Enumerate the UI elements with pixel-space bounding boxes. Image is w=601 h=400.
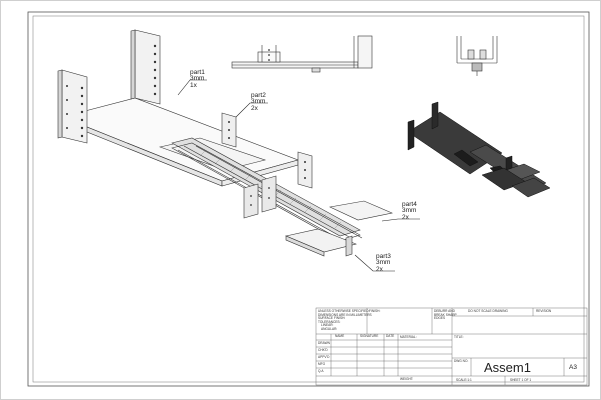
callout-part2-thickness: 3mm — [251, 98, 266, 106]
leader-lines — [177, 79, 420, 272]
deburr-line: BREAK SHARP — [434, 312, 457, 317]
callout-part4-thickness: 3mm — [402, 207, 417, 215]
row-label-mfg: MFG — [318, 362, 326, 366]
col-header-signature: SIGNATURE — [360, 334, 379, 338]
drawing-number: Assem1 — [484, 360, 531, 375]
inner-border — [32, 15, 585, 383]
tolerance-notes: UNLESS OTHERWISE SPECIFIED: DIMENSIONS A… — [318, 309, 372, 332]
note-line: TOLERANCES: — [318, 319, 341, 324]
deburr-line: DEBURR AND — [434, 309, 455, 313]
row-label-approved: APPV'D — [318, 355, 330, 359]
row-label-checked: CHK'D — [318, 348, 328, 352]
callout-part1-thickness: 3mm — [190, 75, 205, 83]
weight-label: WEIGHT: — [400, 377, 414, 381]
title-label: TITLE: — [454, 335, 464, 339]
note-line: DIMENSIONS ARE IN MILLIMETERS — [318, 312, 372, 317]
side-view — [456, 36, 498, 76]
do-not-scale-note: DO NOT SCALE DRAWING — [468, 309, 508, 313]
note-line: UNLESS OTHERWISE SPECIFIED: — [318, 309, 370, 313]
sheet-size: A3 — [569, 364, 577, 371]
callout-part2-qty: 2x — [251, 104, 258, 112]
deburr-note: DEBURR AND BREAK SHARP EDGES — [434, 309, 457, 321]
col-header-name: NAME — [335, 334, 345, 338]
title-block-grid — [315, 307, 588, 386]
note-line: LINEAR: — [321, 323, 334, 328]
dwg-no-label: DWG NO. — [454, 359, 469, 363]
material-label: MATERIAL: — [400, 335, 417, 339]
callout-part3-name: part3 — [376, 253, 391, 260]
note-line: ANGULAR: — [321, 326, 338, 331]
callout-part4-qty: 2x — [402, 213, 409, 221]
finish-label: FINISH: — [369, 309, 381, 313]
sheet-label: SHEET 1 OF 1 — [510, 378, 532, 382]
drawing-border — [27, 11, 590, 387]
callout-part2-name: part2 — [251, 92, 266, 99]
isometric-assembly-view — [57, 29, 393, 257]
row-label-qa: Q.A — [318, 369, 324, 373]
callout-part1-qty: 1x — [190, 81, 197, 89]
note-line: SURFACE FINISH: — [318, 316, 346, 321]
callout-part2: part2 3mm 2x — [251, 92, 266, 112]
callout-part1: part1 3mm 1x — [190, 69, 205, 89]
callout-part3-qty: 2x — [376, 265, 383, 273]
callout-part4: part4 3mm 2x — [402, 201, 417, 221]
callout-part4-name: part4 — [402, 201, 417, 208]
revision-label: REVISION — [536, 309, 552, 313]
row-label-drawn: DRAWN — [318, 341, 330, 345]
deburr-line: EDGES — [434, 316, 446, 321]
col-header-date: DATE — [386, 334, 395, 338]
top-view — [231, 35, 373, 73]
callout-part3-thickness: 3mm — [376, 259, 391, 267]
callout-part1-name: part1 — [190, 69, 205, 76]
shaded-isometric-view — [407, 101, 551, 198]
scale-label: SCALE:1:1 — [456, 378, 472, 382]
callout-part3: part3 3mm 2x — [376, 253, 391, 273]
